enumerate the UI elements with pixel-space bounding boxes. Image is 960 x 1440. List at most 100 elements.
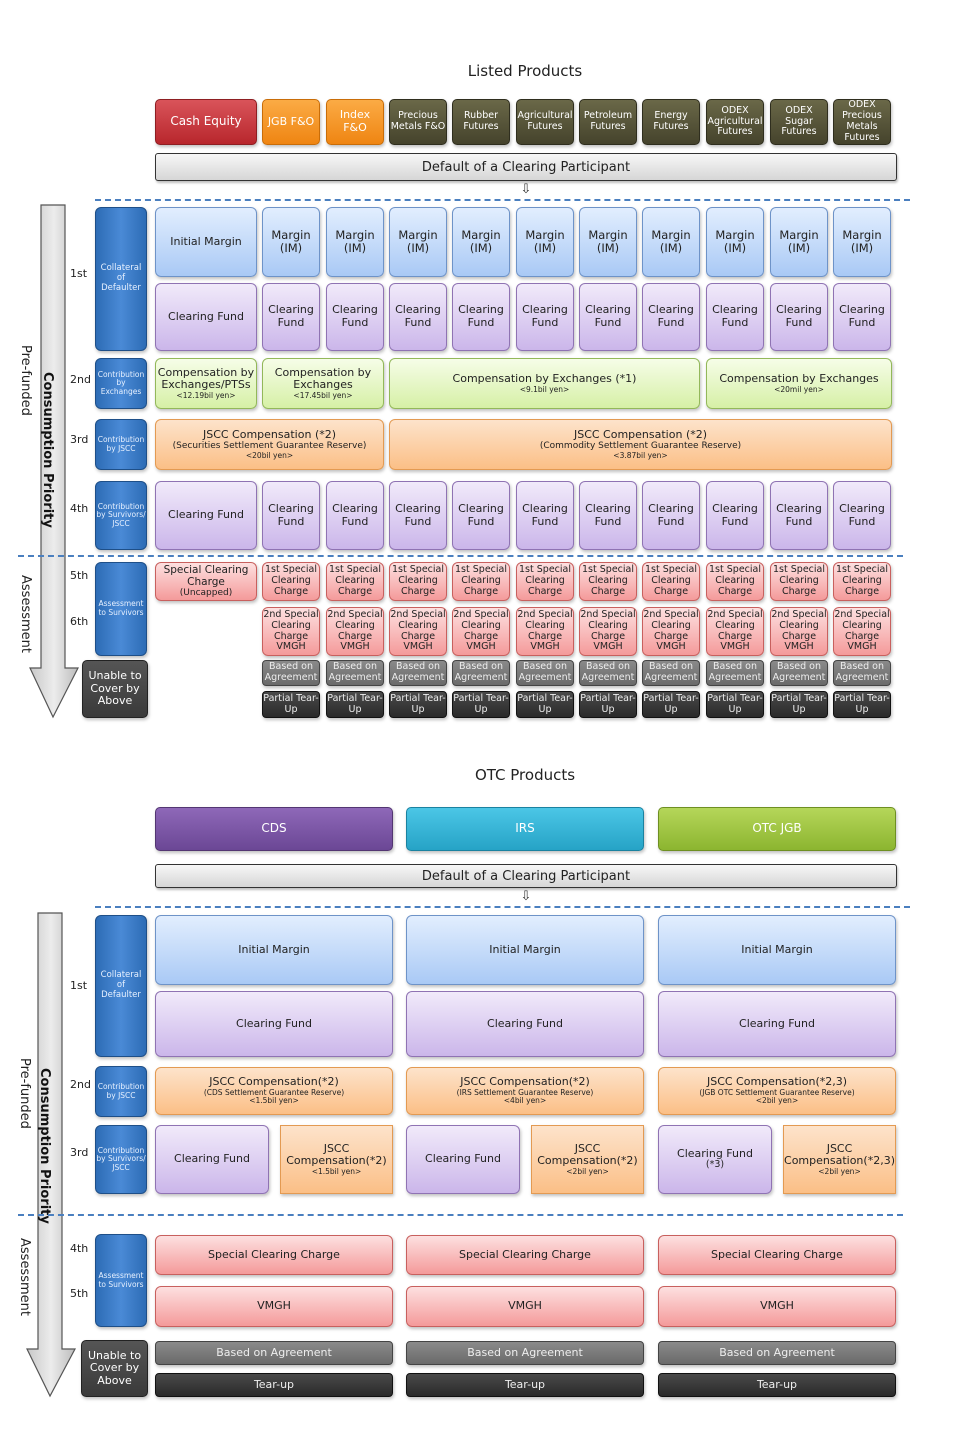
clearing-fund-cell: Clearing Fund [770,481,828,550]
first-special-clearing-charge-cell: 1st Special Clearing Charge [770,562,828,601]
jscc-compensation-cell: JSCC Compensation (*2) (Commodity Settle… [389,419,892,470]
jscc-label: JSCC Compensation(*2,3) [784,1141,895,1168]
product-tile: CDS [155,807,393,851]
clearing-fund-cell: Clearing Fund [389,283,447,351]
jscc-reserve: (Commodity Settlement Guarantee Reserve) [539,441,742,452]
second-special-clearing-charge-cell: 2nd Special Clearing Charge VMGH [262,607,320,656]
clearing-fund-cell: Clearing Fund [642,283,700,351]
margin-im-cell: Margin (IM) [642,207,700,277]
consumption-priority-arrow-icon [26,912,76,1398]
jscc-label: JSCC Compensation(*2,3) [706,1075,848,1089]
product-tile: Cash Equity [155,99,257,145]
clearing-fund-cell: Clearing Fund [262,481,320,550]
clearing-fund-cell: Clearing Fund [326,283,384,351]
category-unable-to-cover: Unable to Cover by Above [81,1340,148,1397]
first-special-clearing-charge-cell: 1st Special Clearing Charge [579,562,637,601]
vmgh-cell: VMGH [155,1286,393,1327]
divider-line [18,555,903,557]
margin-im-cell: Margin (IM) [579,207,637,277]
based-on-agreement-cell: Based on Agreement [406,1341,644,1365]
second-special-clearing-charge-cell: 2nd Special Clearing Charge VMGH [389,607,447,656]
first-special-clearing-charge-cell: 1st Special Clearing Charge [326,562,384,601]
based-on-agreement-cell: Based on Agreement [770,660,828,686]
clearing-fund-cell: Clearing Fund [658,991,896,1057]
first-special-clearing-charge-cell: 1st Special Clearing Charge [706,562,764,601]
down-arrow-icon: ⇩ [520,889,532,904]
category-contribution-by-survivors: Contribution by Survivors/ JSCC [95,481,147,550]
margin-im-cell: Margin (IM) [770,207,828,277]
clearing-fund-cell: Clearing Fund [516,283,574,351]
rank-4th: 4th [70,502,89,515]
compensation-label: Compensation by Exchanges [719,371,879,385]
based-on-agreement-cell: Based on Agreement [579,660,637,686]
based-on-agreement-cell: Based on Agreement [452,660,510,686]
special-clearing-charge-cell: Special Clearing Charge [658,1235,896,1275]
category-contribution-by-exchanges: Contribution by Exchanges [95,358,147,409]
jscc-reserve: (Securities Settlement Guarantee Reserve… [172,441,367,452]
rank-1st: 1st [70,267,88,280]
special-clearing-charge-cell: Special Clearing Charge [406,1235,644,1275]
clearing-fund-label: Clearing Fund [425,1152,501,1166]
partial-tear-up-cell: Partial Tear-Up [770,691,828,718]
jscc-amount: <2bil yen> [755,1096,799,1106]
partial-tear-up-cell: Partial Tear-Up [389,691,447,718]
clearing-fund-cell: Clearing Fund [452,481,510,550]
compensation-amount: <12.19bil yen> [176,390,236,400]
partial-tear-up-cell: Partial Tear-Up [833,691,891,718]
initial-margin-cell: Initial Margin [406,915,644,985]
clearing-fund-label: Clearing Fund [677,1146,753,1160]
partial-tear-up-cell: Partial Tear-Up [326,691,384,718]
product-tile: Index F&O [326,99,384,145]
tear-up-cell: Tear-up [406,1373,644,1397]
rank-3rd: 3rd [70,433,89,446]
second-special-clearing-charge-cell: 2nd Special Clearing Charge VMGH [770,607,828,656]
clearing-fund-cell: Clearing Fund [642,481,700,550]
product-tile: JGB F&O [262,99,320,145]
rank-2nd: 2nd [70,1078,91,1091]
consumption-priority-arrow-icon [29,204,79,719]
margin-im-cell: Margin (IM) [326,207,384,277]
jscc-reserve: (CDS Settlement Guarantee Reserve) [203,1087,345,1097]
compensation-amount: <17.45bil yen> [293,390,353,400]
compensation-label: Compensation by Exchanges [274,365,372,392]
based-on-agreement-cell: Based on Agreement [642,660,700,686]
special-clearing-charge-label: Special Clearing Charge [163,564,249,589]
partial-tear-up-cell: Partial Tear-Up [262,691,320,718]
clearing-fund-cell: Clearing Fund [770,283,828,351]
vmgh-cell: VMGH [658,1286,896,1327]
second-special-clearing-charge-cell: 2nd Special Clearing Charge VMGH [706,607,764,656]
tear-up-cell: Tear-up [658,1373,896,1397]
clearing-fund-cell: Clearing Fund [262,283,320,351]
rank-4th: 4th [70,1242,89,1255]
first-special-clearing-charge-cell: 1st Special Clearing Charge [262,562,320,601]
jscc-amount: <3.87bil yen> [613,450,668,460]
rank-5th: 5th [70,1287,89,1300]
based-on-agreement-cell: Based on Agreement [833,660,891,686]
compensation-amount: <9.1bil yen> [519,384,570,394]
partial-tear-up-cell: Partial Tear-Up [579,691,637,718]
jscc-amount: <1.5bil yen> [311,1166,362,1176]
clearing-fund-cell: Clearing Fund [326,481,384,550]
category-contribution-by-survivors: Contribution by Survivors/ JSCC [95,1125,147,1194]
clearing-fund-cell: Clearing Fund [452,283,510,351]
margin-im-cell: Margin (IM) [452,207,510,277]
jscc-amount: <1.5bil yen> [249,1096,299,1106]
consumption-priority-label: Consumption Priority [37,1068,52,1224]
compensation-exchanges-cell: Compensation by Exchanges/PTSs <12.19bil… [155,358,257,409]
product-tile: Agricultural Futures [516,99,574,145]
jscc-label: JSCC Compensation(*2) [286,1141,387,1168]
category-assessment-to-survivors: Assessment to Survivors [95,562,147,656]
tear-up-cell: Tear-up [155,1373,393,1397]
jscc-compensation-cell: JSCC Compensation(*2)<1.5bil yen> [280,1125,393,1194]
product-tile: OTC JGB [658,807,896,851]
based-on-agreement-cell: Based on Agreement [262,660,320,686]
first-special-clearing-charge-cell: 1st Special Clearing Charge [642,562,700,601]
rank-1st: 1st [70,979,88,992]
based-on-agreement-cell: Based on Agreement [389,660,447,686]
margin-im-cell: Margin (IM) [262,207,320,277]
jscc-reserve: (IRS Settlement Guarantee Reserve) [456,1087,594,1097]
jscc-compensation-cell: JSCC Compensation(*2,3)<2bil yen> [783,1125,896,1194]
product-tile: Energy Futures [642,99,700,145]
margin-im-cell: Margin (IM) [516,207,574,277]
otc-products-title: OTC Products [474,766,576,784]
